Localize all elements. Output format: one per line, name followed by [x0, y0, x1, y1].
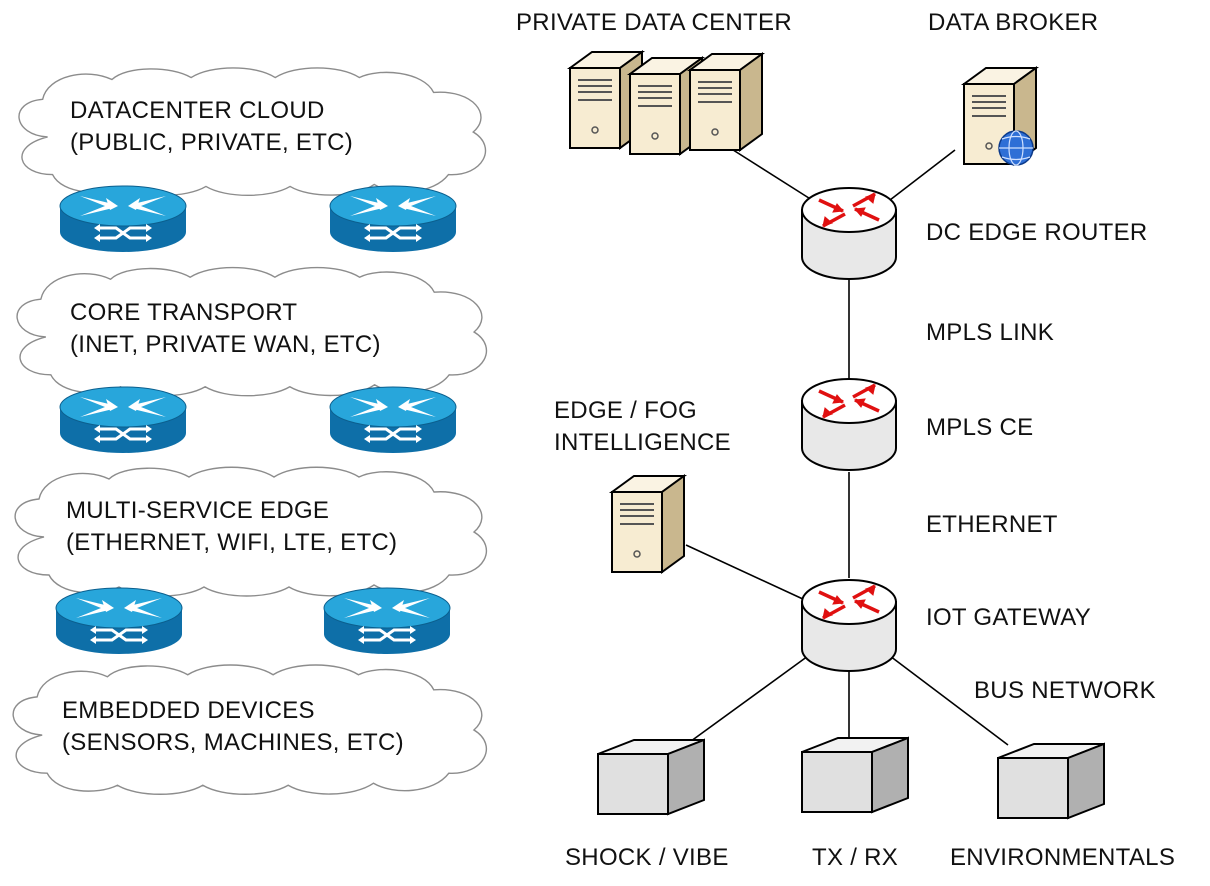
private-data-center-label: PRIVATE DATA CENTER [516, 9, 792, 36]
environmentals-label: ENVIRONMENTALS [950, 844, 1175, 871]
sensor-tx-rx: TX / RX [801, 737, 909, 871]
grey-router-icon [800, 578, 898, 673]
blue-router-icon [58, 184, 188, 254]
sensor-device-icon [997, 743, 1105, 819]
blue-router-icon [58, 385, 188, 455]
link-broker-to-edge-router [889, 149, 956, 201]
globe-icon [998, 130, 1034, 166]
grey-router-icon [800, 186, 898, 281]
data-broker: DATA BROKER [928, 9, 1098, 166]
layer-stack: DATACENTER CLOUD (PUBLIC, PRIVATE, ETC) … [12, 67, 488, 796]
topology-links [675, 147, 1009, 753]
edge-fog-intelligence: EDGE / FOG INTELLIGENCE [554, 397, 731, 573]
layer-title: DATACENTER CLOUD [70, 97, 325, 124]
layer-title: EMBEDDED DEVICES [62, 697, 315, 724]
blue-router-icon [328, 184, 458, 254]
tx-rx-label: TX / RX [812, 844, 898, 871]
mpls-ce: MPLS CE [800, 377, 1033, 472]
layer-subtitle: (ETHERNET, WIFI, LTE, ETC) [66, 529, 397, 556]
mpls-link-label: MPLS LINK [926, 319, 1054, 346]
link-gateway-to-shock [675, 655, 809, 753]
link-datacenter-to-edge-router [729, 147, 813, 201]
server-icon [611, 475, 685, 573]
dc-edge-router-label: DC EDGE ROUTER [926, 219, 1148, 246]
layer-subtitle: (PUBLIC, PRIVATE, ETC) [70, 129, 353, 156]
server-icon [689, 53, 763, 151]
sensor-device-icon [597, 739, 705, 815]
sensor-device-icon [801, 737, 909, 813]
dc-edge-router: DC EDGE ROUTER [800, 186, 1148, 281]
blue-router-icon [328, 385, 458, 455]
ethernet-label: ETHERNET [926, 511, 1058, 538]
private-data-center: PRIVATE DATA CENTER [516, 9, 792, 155]
layer-subtitle: (INET, PRIVATE WAN, ETC) [70, 331, 381, 358]
iot-gateway: IOT GATEWAY [800, 578, 1091, 673]
mpls-ce-label: MPLS CE [926, 414, 1033, 441]
sensor-environmentals: ENVIRONMENTALS [950, 743, 1175, 871]
shock-vibe-label: SHOCK / VIBE [565, 844, 729, 871]
grey-router-icon [800, 377, 898, 472]
layer-title: MULTI-SERVICE EDGE [66, 497, 329, 524]
edge-fog-label-line2: INTELLIGENCE [554, 429, 731, 456]
blue-router-icon [54, 586, 184, 656]
link-fog-to-gateway [685, 544, 806, 601]
layer-subtitle: (SENSORS, MACHINES, ETC) [62, 729, 404, 756]
edge-fog-label-line1: EDGE / FOG [554, 397, 697, 424]
iot-gateway-label: IOT GATEWAY [926, 604, 1091, 631]
data-broker-label: DATA BROKER [928, 9, 1098, 36]
link-gateway-to-environmentals [889, 655, 1009, 746]
bus-network-label: BUS NETWORK [974, 677, 1156, 704]
layer-title: CORE TRANSPORT [70, 299, 297, 326]
sensor-shock-vibe: SHOCK / VIBE [565, 739, 729, 871]
blue-router-icon [322, 586, 452, 656]
